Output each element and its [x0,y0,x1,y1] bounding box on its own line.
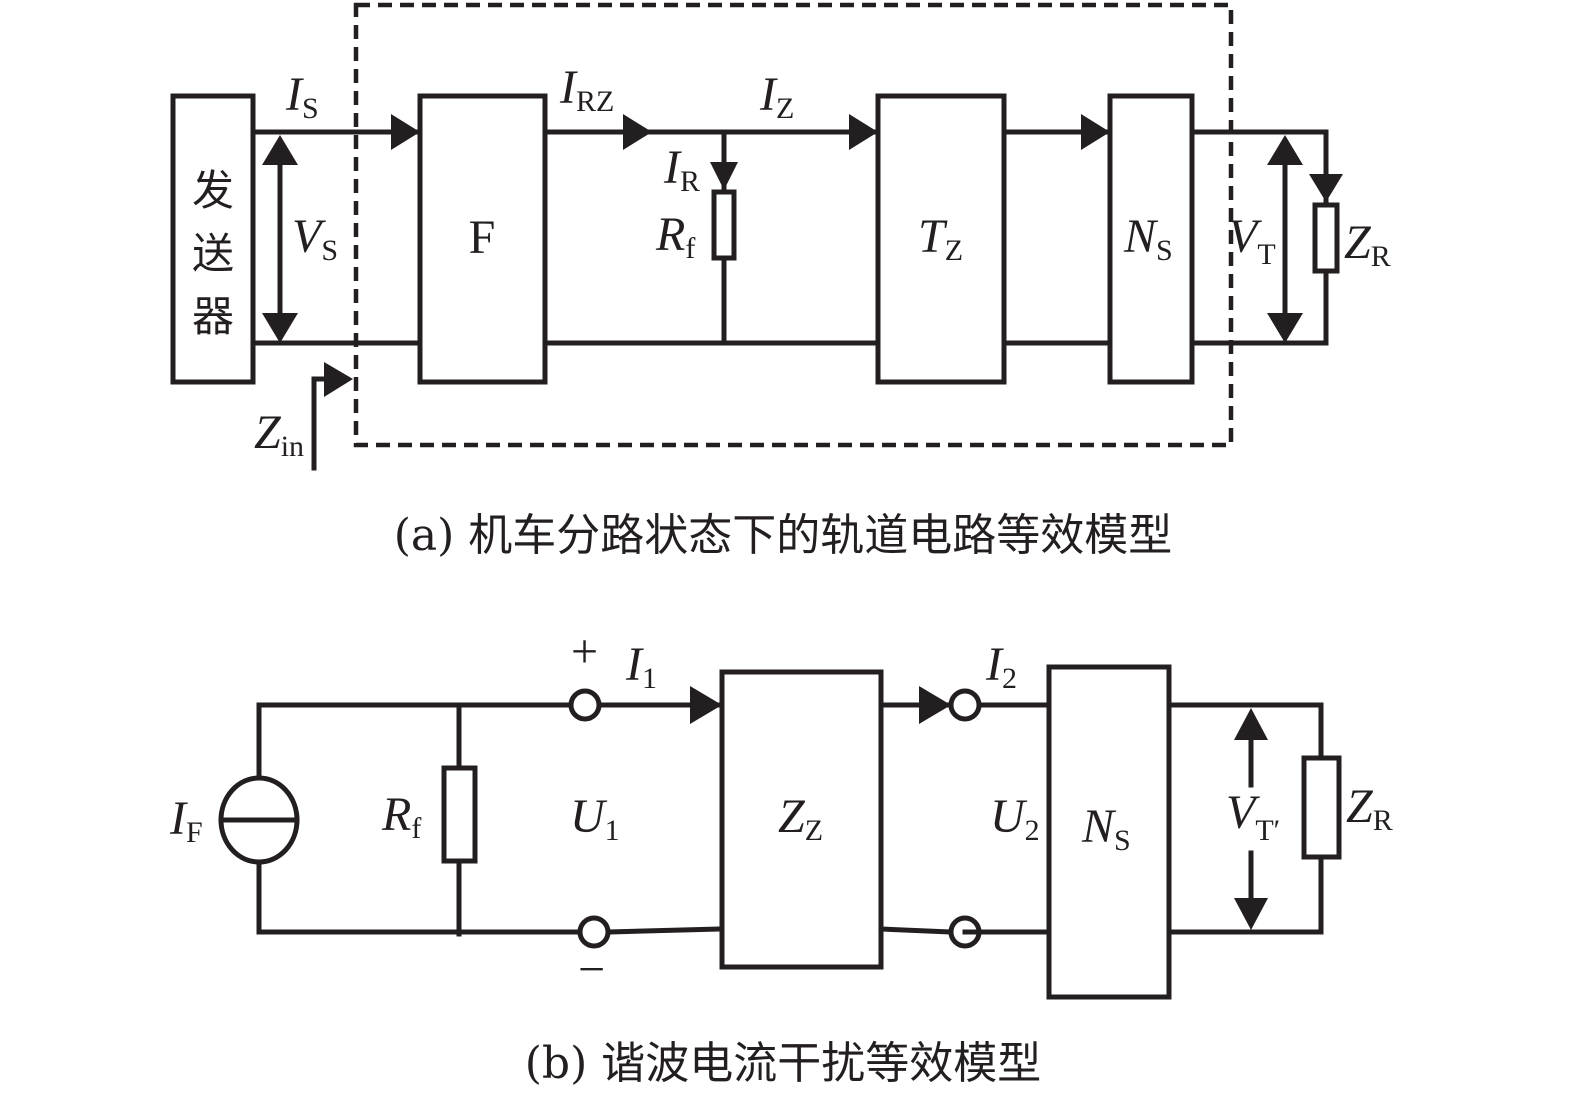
arrow-ir [710,162,738,190]
label-ns-b: NS [1081,800,1131,857]
zin-arrow [324,362,353,397]
vs-arrow-up [262,135,298,165]
caption-a: (a) 机车分路状态下的轨道电路等效模型 [394,510,1173,561]
label-plus: + [571,625,598,678]
terminal-plus [568,688,602,722]
terminal-minus [577,915,611,949]
wire-bottom-to-zz [605,926,725,935]
resistor-rf [711,189,737,261]
label-ir: IR [663,141,700,198]
label-minus: − [578,943,605,996]
vt-arrow-up [1267,135,1303,165]
terminal-right-top [948,688,982,722]
label-zz: ZZ [778,790,823,847]
block-zz [719,669,884,970]
figure-b: IF Rf + − I1 U1 ZZ I2 U2 NS VT′ ZR (b) 谐… [169,625,1393,1089]
label-rf-b: Rf [381,788,421,845]
label-zin: Zin [254,406,304,463]
arrow-i1 [690,686,722,724]
wire-bottom-output [1189,269,1329,346]
label-rf-a: Rf [655,208,695,265]
vtp-arrow-up [1234,708,1268,740]
impedance-zr-b [1301,755,1342,860]
figure-a: 发 送 器 F [170,2,1391,561]
transmitter-char-2: 送 [192,229,234,278]
label-i1: I1 [625,638,657,695]
block-tz [875,93,1007,385]
vtp-arrow-down [1234,898,1268,930]
impedance-zr [1312,202,1340,274]
wire-bottom-left-b [256,855,586,935]
block-ns-b [1046,664,1172,1000]
label-if: IF [169,792,203,849]
label-u2: U2 [990,790,1040,847]
arrow-tz-ns [1081,114,1110,150]
arrow-is [391,114,420,150]
resistor-rf-b [441,765,478,864]
block-f [417,93,548,385]
arrow-irz [623,114,652,150]
label-iz: IZ [759,68,794,125]
transmitter-block [170,93,256,385]
label-is: IS [285,68,319,125]
vt-arrow-down [1267,313,1303,343]
arrow-i2 [919,686,951,724]
label-vs: VS [292,210,338,267]
label-u1: U1 [570,790,620,847]
label-zr-a: ZR [1344,216,1391,273]
wire-top-output [1189,129,1329,208]
transmitter-char-1: 发 [192,166,234,215]
zin-lead [311,376,329,471]
wire-top-output-b [1166,702,1324,761]
label-tz: TZ [918,210,963,267]
label-vt: VT [1228,210,1276,271]
label-zr-b: ZR [1346,780,1393,837]
arrow-zr-current [1309,174,1343,202]
block-f-label: F [469,211,496,264]
label-ns-a: NS [1123,210,1173,267]
transmitter-char-3: 器 [192,292,234,341]
wire-bottom-zz-terminal [878,926,954,935]
label-irz: IRZ [559,61,614,118]
vs-arrow-down [262,313,298,343]
arrow-iz [849,114,878,150]
label-i2: I2 [985,638,1017,695]
wire-top-left-b [256,702,576,783]
wire-bottom-output-b [1166,854,1324,935]
block-ns [1107,93,1195,385]
equivalent-network-boundary [353,2,1234,448]
caption-b: (b) 谐波电流干扰等效模型 [525,1038,1041,1089]
label-vtp: VT′ [1226,786,1280,847]
